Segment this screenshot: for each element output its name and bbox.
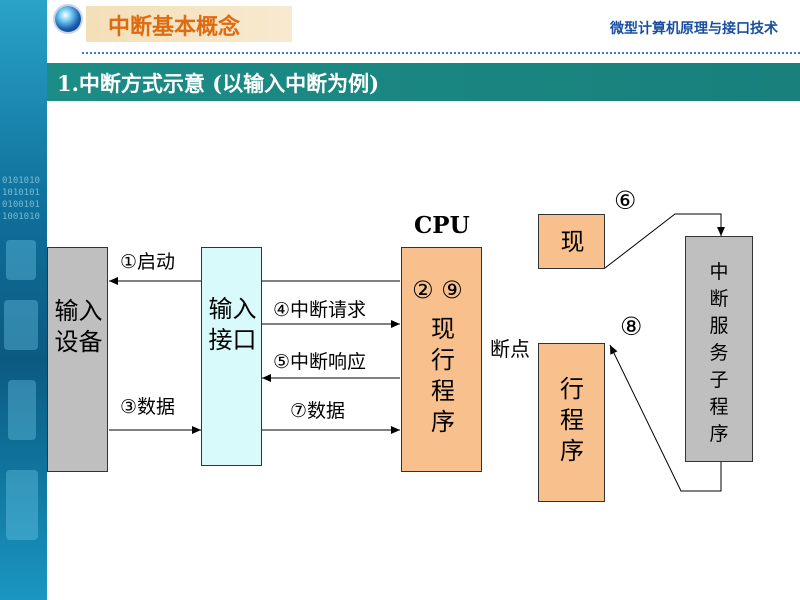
decorative-block xyxy=(6,470,38,540)
label-interrupt-ack: ⑤中断响应 xyxy=(273,351,367,373)
decorative-block xyxy=(8,380,36,440)
input-device-box: 输入设备 xyxy=(47,247,108,472)
cpu-program-label: 现行程序 xyxy=(431,315,455,436)
isr-box: 中断服务子程序 xyxy=(685,236,753,462)
step-8-marker: ⑧ xyxy=(620,312,643,341)
input-interface-box: 输入接口 xyxy=(201,247,262,466)
label-start: ①启动 xyxy=(120,251,176,273)
globe-icon xyxy=(55,6,81,32)
step-6-marker: ⑥ xyxy=(614,186,637,215)
current-program-top-box: 现 xyxy=(538,214,605,269)
label-data-out: ⑦数据 xyxy=(290,400,346,422)
current-program-top-label: 现 xyxy=(560,228,585,256)
label-data-in: ③数据 xyxy=(120,396,176,418)
current-program-bottom-label: 行程序 xyxy=(560,375,584,465)
slide-title: 中断基本概念 xyxy=(108,15,241,40)
decorative-block xyxy=(6,240,36,280)
decorative-block xyxy=(4,300,38,350)
current-program-bottom-box: 行程序 xyxy=(538,343,605,502)
input-interface-label: 输入接口 xyxy=(208,295,257,354)
cpu-step-markers: ② ⑨ xyxy=(412,276,463,304)
section-heading-bar: 1.中断方式示意 (以输入中断为例) xyxy=(47,63,800,101)
arrow-return xyxy=(609,344,722,492)
arrow-to-isr xyxy=(604,213,725,269)
title-badge: 中断基本概念 xyxy=(86,6,292,42)
isr-label: 中断服务子程序 xyxy=(709,261,729,445)
section-heading: 1.中断方式示意 (以输入中断为例) xyxy=(57,71,380,96)
label-interrupt-request: ④中断请求 xyxy=(273,299,367,321)
cpu-program-box: ② ⑨ 现行程序 xyxy=(401,247,482,472)
breakpoint-label: 断点 xyxy=(490,337,530,361)
input-device-label: 输入设备 xyxy=(54,297,103,356)
course-name: 微型计算机原理与接口技术 xyxy=(610,21,778,37)
cpu-label: CPU xyxy=(414,212,470,239)
dotted-divider xyxy=(82,52,800,54)
